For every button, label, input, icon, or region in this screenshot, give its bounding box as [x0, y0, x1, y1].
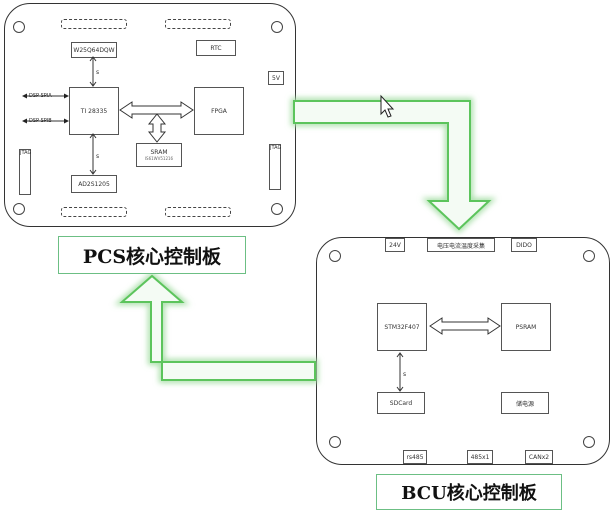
svg-text:s: s: [96, 153, 99, 160]
dsp-fpga-bus-arrow: [119, 101, 194, 119]
connector-top-right: [165, 19, 231, 29]
mount-hole: [13, 21, 25, 33]
storage-power-chip: 储电源: [501, 392, 549, 414]
bcu-board: 24V 电压电流温度采集 DIDO STM32F407 PSRAM SDCard…: [316, 237, 610, 465]
connector-bottom-right: [165, 207, 231, 217]
arrow-pcs-to-bcu: [293, 100, 492, 231]
sram-bus-arrow: [147, 113, 167, 143]
arrow-bcu-to-pcs: [119, 274, 316, 381]
sram-chip: SRAM IS61WV51216: [136, 143, 182, 167]
power-5v-chip: 5V: [268, 71, 284, 85]
jtag-right-label: JTAG: [269, 144, 281, 190]
flash-chip: W25Q64DQW: [71, 42, 117, 58]
mount-hole: [583, 250, 595, 262]
pcs-board: W25Q64DQW RTC 5V TI 28335 FPGA SRAM IS61…: [4, 3, 296, 227]
port-canx2: CANx2: [525, 450, 553, 464]
mouse-cursor-icon: [380, 94, 395, 118]
port-485x1: 485x1: [467, 450, 493, 464]
mount-hole: [329, 250, 341, 262]
mcu-sd-link-heads: [396, 352, 404, 392]
jtag-left-label: JTAG: [19, 149, 31, 195]
mount-hole: [271, 203, 283, 215]
mount-hole: [583, 436, 595, 448]
psram-chip: PSRAM: [501, 303, 551, 351]
mcu-chip: STM32F407: [377, 303, 427, 351]
mount-hole: [329, 436, 341, 448]
rs485-port: rs485: [403, 450, 427, 464]
mcu-psram-bus-arrow: [429, 317, 501, 335]
mount-hole: [271, 21, 283, 33]
dsp-ad-link-heads: [89, 133, 97, 175]
pcs-board-title: PCS核心控制板: [58, 236, 246, 274]
sram-label: SRAM: [150, 149, 168, 156]
connector-bottom-left: [61, 207, 127, 217]
sense-chip: 电压电流温度采集: [427, 238, 495, 252]
sram-part: IS61WV51216: [144, 156, 174, 161]
resolver-chip: AD2S1205: [71, 175, 117, 193]
power-24v-chip: 24V: [385, 238, 405, 252]
svg-text:s: s: [96, 69, 99, 76]
dido-chip: DIDO: [511, 238, 537, 252]
bcu-board-title: BCU核心控制板: [376, 474, 562, 510]
flash-dsp-link-heads: [89, 56, 97, 87]
connector-top-left: [61, 19, 127, 29]
rtc-chip: RTC: [196, 40, 236, 56]
spi-arrowheads: [22, 93, 69, 124]
fpga-chip: FPGA: [194, 87, 244, 135]
mount-hole: [13, 203, 25, 215]
sdcard-chip: SDCard: [377, 392, 425, 414]
dsp-chip: TI 28335: [69, 87, 119, 135]
svg-text:s: s: [403, 371, 406, 378]
